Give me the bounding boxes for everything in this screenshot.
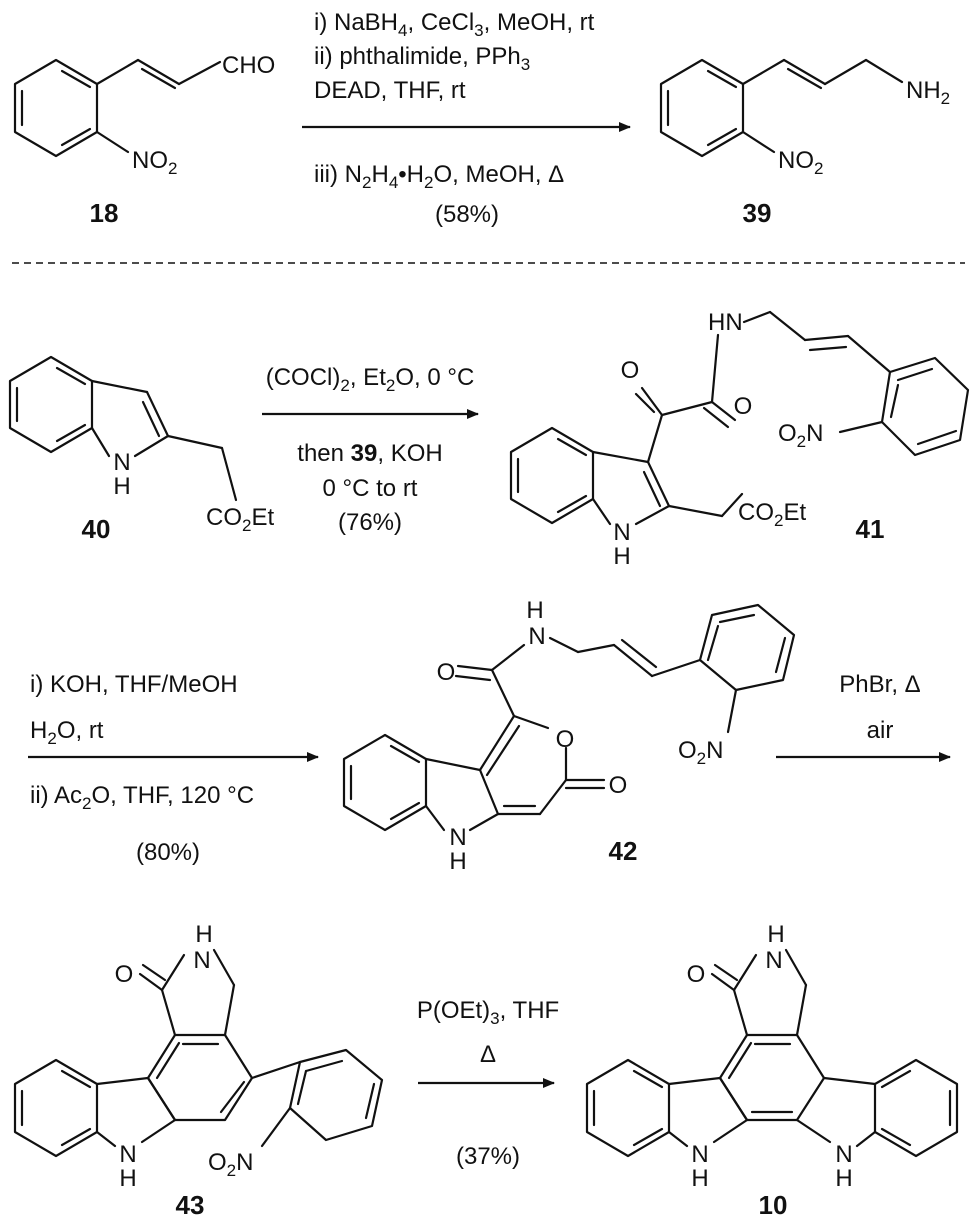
compound-43-oxygen: O xyxy=(115,961,134,988)
compound-40-bonds xyxy=(8,355,238,502)
compound-39-nitro: NO2 xyxy=(778,147,823,178)
compound-42-exo-oxygen: O xyxy=(437,659,456,686)
compound-10: H N O N H N H 10 xyxy=(585,921,959,1220)
compound-42-label: 42 xyxy=(609,836,638,866)
compound-40-nh-n: N xyxy=(113,449,130,476)
step2-line-2: then 39, KOH xyxy=(297,440,442,467)
compound-18-label: 18 xyxy=(90,198,119,228)
compound-42-bonds xyxy=(342,603,796,832)
compound-42-ring-oxygen: O xyxy=(556,726,575,753)
step1-line-1: i) NaBH4, CeCl3, MeOH, rt xyxy=(314,9,595,40)
compound-42-lactone-oxygen: O xyxy=(609,772,628,799)
step3-yield: (80%) xyxy=(136,839,200,866)
compound-41: O O HN O2N N H CO2Et 41 xyxy=(509,309,970,570)
compound-41-nitro: O2N xyxy=(778,420,823,451)
step4-line-1: PhBr, Δ xyxy=(839,671,920,698)
compound-43-nitro: O2N xyxy=(208,1149,253,1180)
step4-line-2: air xyxy=(867,717,894,744)
compound-41-label: 41 xyxy=(856,514,885,544)
step1-line-2: ii) phthalimide, PPh3 xyxy=(314,43,530,74)
compound-41-bonds xyxy=(509,310,970,526)
step2-line-3: 0 °C to rt xyxy=(323,475,418,502)
compound-43-nh-n: N xyxy=(119,1141,136,1168)
compound-42-amide-h: H xyxy=(526,597,543,624)
compound-18-aldehyde: CHO xyxy=(222,52,275,79)
compound-18: CHO NO2 18 xyxy=(13,52,275,228)
compound-43-nh-h: H xyxy=(119,1165,136,1192)
step5-yield: (37%) xyxy=(456,1143,520,1170)
compound-10-nh-1-h: H xyxy=(691,1165,708,1192)
step2-line-1: (COCl)2, Et2O, 0 °C xyxy=(266,364,475,395)
compound-10-nh-2-h: H xyxy=(835,1165,852,1192)
step1-yield: (58%) xyxy=(435,201,499,228)
compound-41-nh-n: N xyxy=(613,519,630,546)
compound-40: N H CO2Et 40 xyxy=(8,355,274,544)
step3-line-1: i) KOH, THF/MeOH xyxy=(30,671,238,698)
compound-40-nh-h: H xyxy=(113,473,130,500)
compound-10-bonds xyxy=(585,948,959,1158)
compound-40-ester: CO2Et xyxy=(206,504,274,535)
step1-conditions: i) NaBH4, CeCl3, MeOH, rt ii) phthalimid… xyxy=(302,9,631,228)
compound-43-lactam-h: H xyxy=(195,921,212,948)
step3-line-2: H2O, rt xyxy=(30,717,104,748)
compound-10-lactam-n: N xyxy=(765,947,782,974)
step3-line-3: ii) Ac2O, THF, 120 °C xyxy=(30,782,254,813)
compound-42-nh-h: H xyxy=(449,848,466,875)
step3-conditions: i) KOH, THF/MeOH H2O, rt ii) Ac2O, THF, … xyxy=(28,671,319,866)
compound-42-nh-n: N xyxy=(449,824,466,851)
compound-42: H N O O O O2N N H 42 xyxy=(342,597,796,875)
compound-18-nitro: NO2 xyxy=(132,147,177,178)
step2-yield: (76%) xyxy=(338,509,402,536)
compound-39-bonds xyxy=(659,58,904,158)
step5-line-2: Δ xyxy=(480,1041,496,1068)
compound-10-lactam-h: H xyxy=(767,921,784,948)
compound-10-nh-2-n: N xyxy=(835,1141,852,1168)
compound-40-label: 40 xyxy=(82,514,111,544)
compound-41-amide-nh: HN xyxy=(708,309,743,336)
compound-39-label: 39 xyxy=(743,198,772,228)
compound-10-label: 10 xyxy=(759,1190,788,1220)
compound-43-label: 43 xyxy=(176,1190,205,1220)
compound-41-oxo-2: O xyxy=(734,393,753,420)
compound-10-nh-1-n: N xyxy=(691,1141,708,1168)
step5-conditions: P(OEt)3, THF Δ (37%) xyxy=(417,997,559,1170)
compound-39: NH2 NO2 39 xyxy=(659,58,950,228)
compound-41-nh-h: H xyxy=(613,543,630,570)
compound-18-bonds xyxy=(13,58,222,158)
compound-42-amide-n: N xyxy=(528,623,545,650)
compound-41-ester: CO2Et xyxy=(738,499,806,530)
step2-conditions: (COCl)2, Et2O, 0 °C then 39, KOH 0 °C to… xyxy=(262,364,479,536)
step5-line-1: P(OEt)3, THF xyxy=(417,997,559,1028)
compound-43: H N O N H O2N 43 xyxy=(13,921,384,1220)
compound-10-oxygen: O xyxy=(687,961,706,988)
compound-41-oxo-1: O xyxy=(621,357,640,384)
step1-line-4: iii) N2H4•H2O, MeOH, Δ xyxy=(314,161,564,192)
compound-39-amine: NH2 xyxy=(906,77,950,108)
step4-conditions: PhBr, Δ air xyxy=(776,671,951,762)
compound-43-bonds xyxy=(13,948,384,1158)
compound-43-lactam-n: N xyxy=(193,947,210,974)
step1-line-3: DEAD, THF, rt xyxy=(314,77,466,104)
compound-42-nitro: O2N xyxy=(678,737,723,768)
